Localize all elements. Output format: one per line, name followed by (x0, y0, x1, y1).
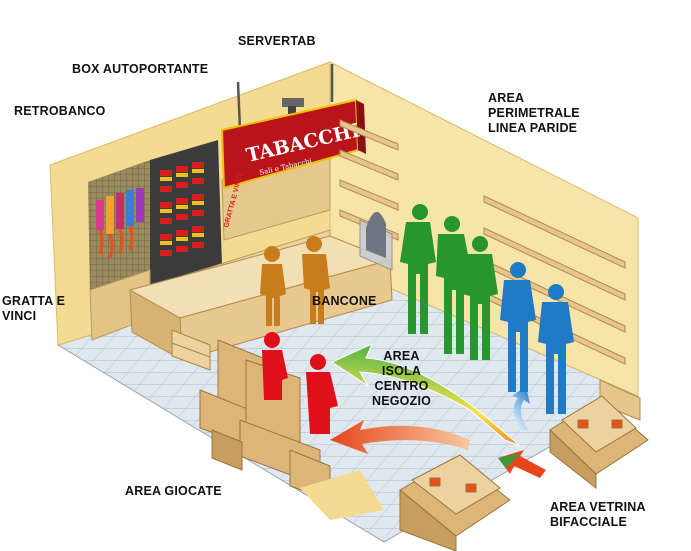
scratch-cards-display (96, 188, 144, 259)
label-area-isola: AREA ISOLA CENTRO NEGOZIO (372, 349, 432, 408)
player-figures-red (262, 332, 338, 434)
flow-arrow-game-area (330, 420, 470, 454)
display-case (359, 211, 393, 271)
label-area-vetrina: AREA VETRINA BIFACCIALE (550, 500, 646, 529)
staff-figures-orange (260, 236, 330, 326)
servertab-device (282, 98, 304, 114)
customer-figures-green (400, 204, 498, 360)
customer-figures-blue (500, 262, 574, 414)
label-retrobanco: RETROBANCO (14, 104, 106, 118)
retrobanco-cabinet (150, 140, 222, 286)
label-area-perimetrale: AREA PERIMETRALE LINEA PARIDE (488, 91, 580, 135)
flow-arrow-main (330, 343, 521, 447)
label-box-autoportante: BOX AUTOPORTANTE (72, 62, 209, 76)
showcase-stand-center (399, 454, 511, 551)
bancone-corner-shelf (171, 329, 211, 371)
label-area-giocate: AREA GIOCATE (125, 484, 222, 498)
showcase-stand-right (549, 395, 649, 490)
flow-arrow-showcase (512, 386, 530, 430)
game-area-floor-mat (300, 470, 384, 520)
label-servertab: SERVERTAB (238, 34, 316, 48)
label-gratta-e-vinci: GRATTA E VINCI (2, 294, 66, 323)
label-bancone: BANCONE (312, 294, 377, 308)
cigarette-packs (160, 162, 204, 256)
